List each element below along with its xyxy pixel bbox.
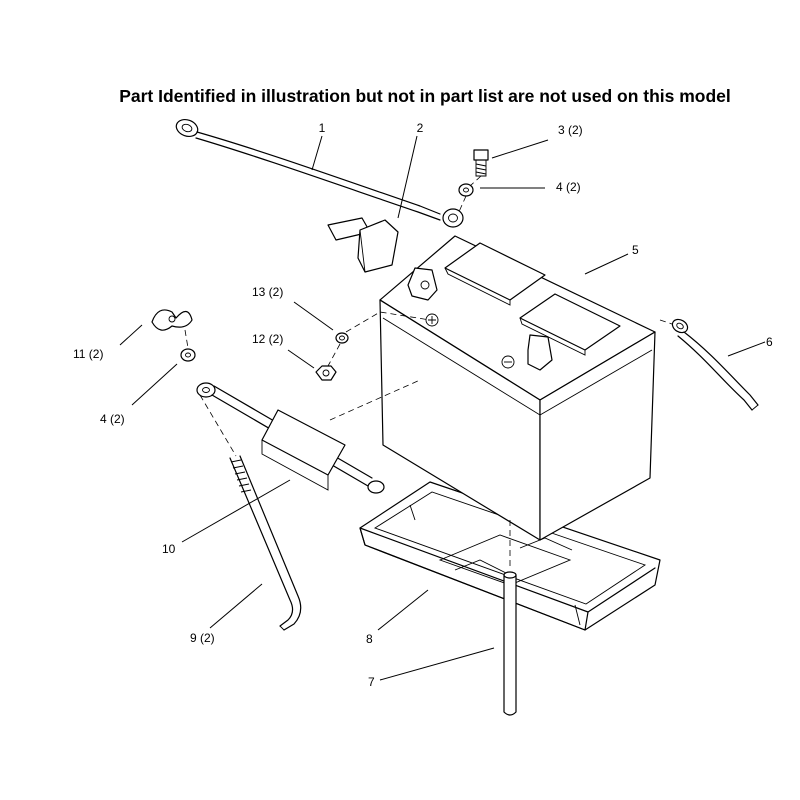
- callout-13: 13 (2): [252, 285, 283, 299]
- callout-5: 5: [632, 243, 639, 257]
- washer-top: [458, 183, 474, 197]
- alignment-lines: [184, 175, 673, 570]
- callout-4-lower: 4 (2): [100, 412, 125, 426]
- callout-7: 7: [368, 675, 375, 689]
- callout-10: 10: [162, 542, 176, 556]
- callout-3: 3 (2): [558, 123, 583, 137]
- callout-4-upper: 4 (2): [556, 180, 581, 194]
- callout-2: 2: [417, 121, 424, 135]
- j-bolt: [229, 455, 302, 631]
- battery-cable-short: [671, 318, 759, 411]
- battery: [379, 235, 656, 541]
- callout-12: 12 (2): [252, 332, 283, 346]
- callout-9: 9 (2): [190, 631, 215, 645]
- nut-12: [315, 365, 337, 381]
- callout-1: 1: [319, 121, 326, 135]
- callout-labels: 1 2 3 (2) 4 (2) 5 6 7 8 9 (2) 10 11 (2) …: [73, 121, 773, 689]
- washer-13: [335, 332, 349, 344]
- leader-lines: [119, 135, 766, 681]
- tray-rod: [503, 571, 517, 716]
- battery-cable-long: [175, 118, 464, 228]
- callout-8: 8: [366, 632, 373, 646]
- callout-11: 11 (2): [73, 347, 103, 361]
- wing-nut: [151, 309, 193, 331]
- hold-down-bracket: [196, 382, 385, 494]
- callout-6: 6: [766, 335, 773, 349]
- terminal-cover: [327, 217, 399, 273]
- diagram-heading: Part Identified in illustration but not …: [119, 86, 731, 106]
- washer-lower: [180, 348, 196, 362]
- bolt-top: [473, 149, 489, 177]
